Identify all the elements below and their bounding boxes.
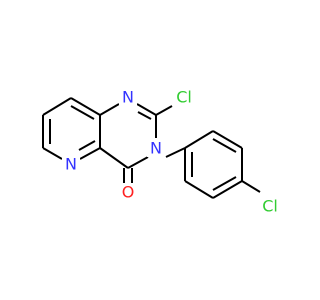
- atom-cl-top: Cl: [172, 88, 196, 107]
- bond: [184, 130, 214, 149]
- bond: [127, 156, 149, 169]
- atom-label-o: O: [122, 183, 135, 202]
- bonds: [42, 97, 261, 199]
- bond: [212, 176, 237, 191]
- bond: [78, 140, 96, 151]
- bond: [212, 180, 243, 199]
- atom-label-cl-top: Cl: [176, 88, 192, 107]
- bond: [165, 147, 186, 158]
- atom-label-n1: N: [122, 88, 134, 107]
- bond: [99, 103, 120, 116]
- bond: [137, 111, 152, 120]
- molecule-structure: N Cl N N O Cl: [42, 87, 282, 216]
- atom-labels: N Cl N N O Cl: [62, 88, 282, 216]
- atom-n3: N: [147, 139, 165, 158]
- atom-n5: N: [62, 155, 80, 174]
- bond: [99, 147, 129, 169]
- atom-n1: N: [119, 88, 137, 107]
- bond: [184, 180, 214, 199]
- atom-cl-bottom: Cl: [258, 197, 282, 216]
- bond: [70, 105, 95, 120]
- bond: [136, 103, 157, 116]
- bond: [155, 105, 173, 116]
- atom-o: O: [119, 183, 137, 202]
- atom-label-cl-bottom: Cl: [262, 197, 278, 216]
- molecule-canvas: N Cl N N O Cl: [42, 87, 282, 216]
- bond: [212, 130, 243, 149]
- bond: [79, 147, 101, 160]
- bond: [42, 97, 72, 116]
- bond: [212, 138, 237, 153]
- bond: [42, 147, 63, 160]
- bond: [241, 180, 261, 193]
- atom-label-n5: N: [65, 155, 77, 174]
- atom-label-n3: N: [150, 139, 162, 158]
- bond: [70, 97, 101, 116]
